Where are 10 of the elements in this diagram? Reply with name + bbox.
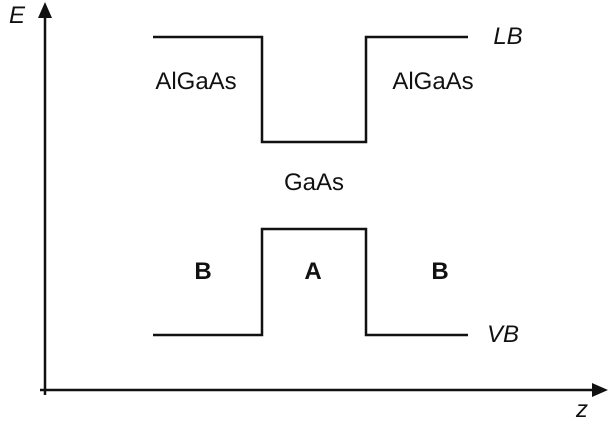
band-label: VB xyxy=(487,322,519,348)
material-label: AlGaAs xyxy=(392,69,474,95)
region-label: A xyxy=(304,259,322,285)
region-label: B xyxy=(431,259,449,285)
material-label: AlGaAs xyxy=(155,69,237,95)
axis-label: E xyxy=(9,3,25,29)
material-label: GaAs xyxy=(284,170,344,196)
axis-label: z xyxy=(576,397,588,423)
region-label: B xyxy=(194,259,212,285)
band-label: LB xyxy=(493,24,523,50)
